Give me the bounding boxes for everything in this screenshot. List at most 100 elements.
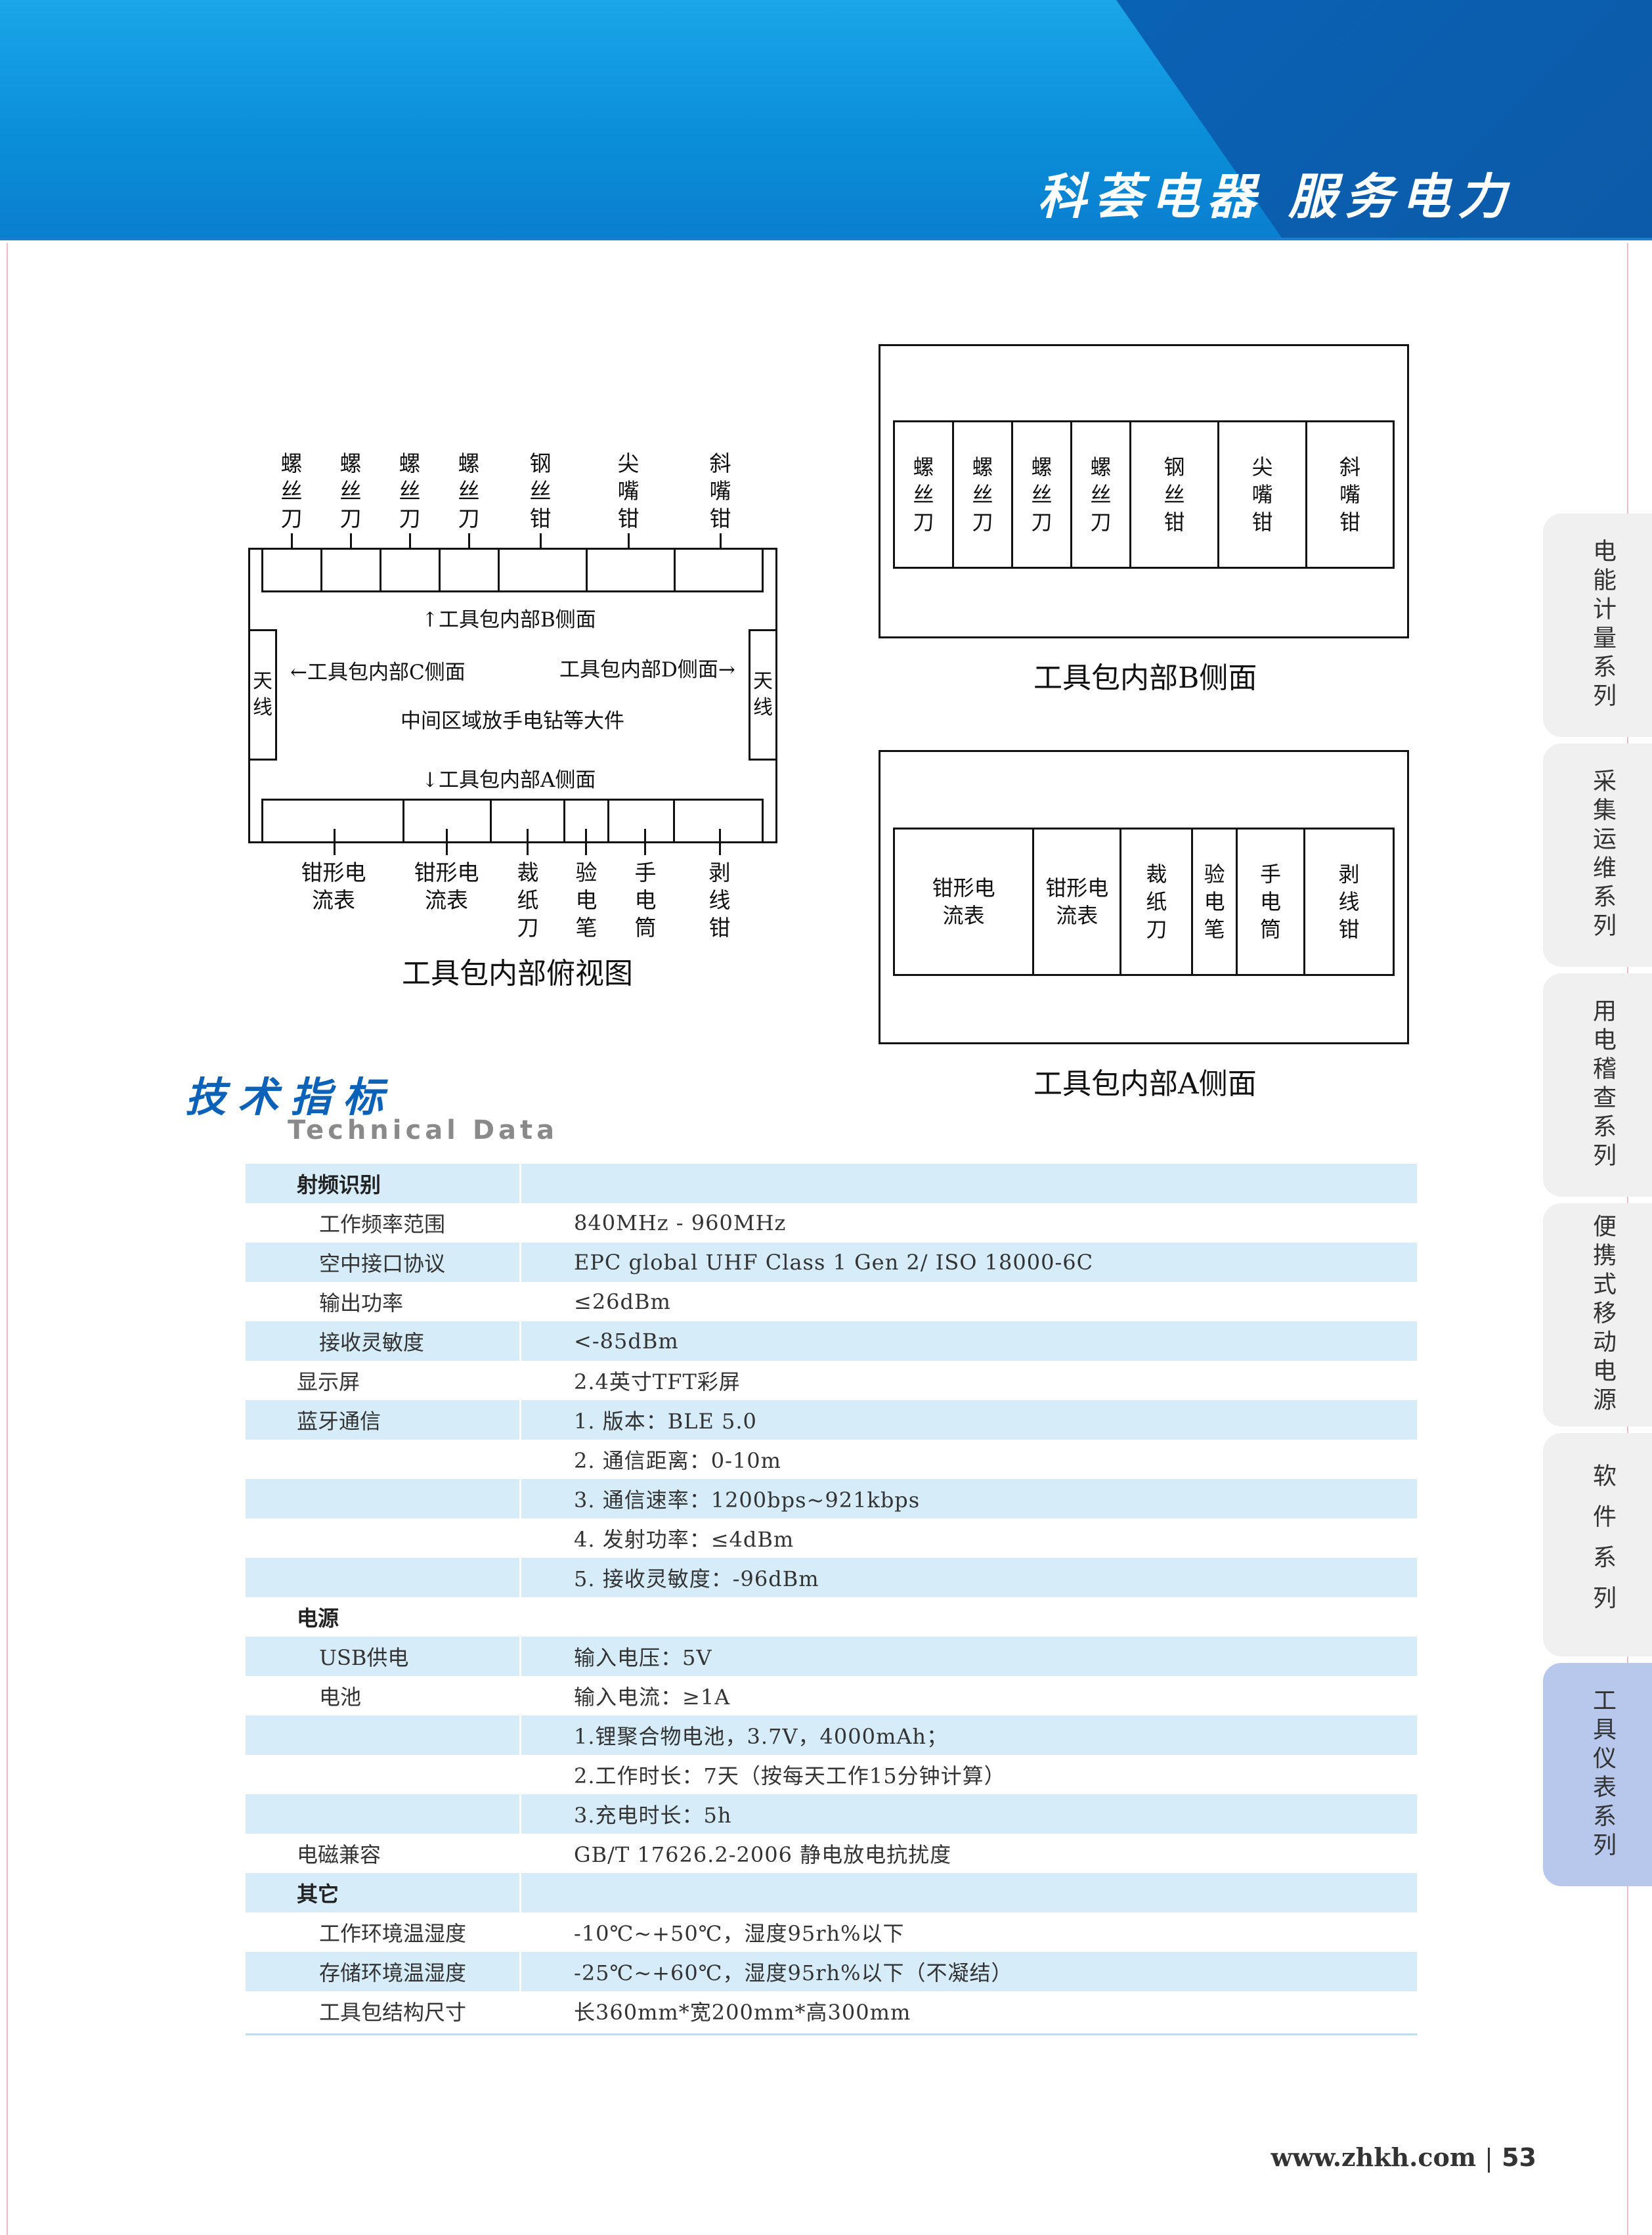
slot: 螺 丝 刀 [954, 422, 1013, 567]
spec-key: 射频识别 [246, 1164, 521, 1203]
spec-row: 其它 [246, 1873, 1417, 1913]
tech-title: 技术指标 [185, 1073, 396, 1121]
spec-key [246, 1794, 521, 1834]
side-tab-label: 软件系列 [1589, 1463, 1616, 1626]
compartment [263, 801, 404, 843]
compartment [500, 548, 588, 590]
spec-value: GB/T 17626.2-2006 静电放电抗扰度 [574, 1842, 952, 1867]
side-a-caption: 工具包内部A侧面 [1033, 1067, 1257, 1101]
header-slogan: 科荟电器 服务电力 [1037, 169, 1514, 225]
side-tab[interactable]: 软件系列 [1543, 1433, 1652, 1656]
slot: 手 电 筒 [1238, 830, 1306, 974]
leader-tick [585, 829, 587, 855]
top-label: 螺 丝 刀 [339, 451, 362, 531]
spec-key: 接收灵敏度 [246, 1321, 521, 1361]
side-tab-label: 便携式移动电源 [1589, 1214, 1616, 1416]
leader-tick [527, 829, 529, 855]
spec-row: 接收灵敏度<-85dBm [246, 1321, 1417, 1361]
bottom-label: 钳形电 流表 [414, 860, 479, 913]
leader-tick [468, 533, 470, 560]
slot: 验 电 笔 [1193, 830, 1238, 974]
side-a-slots: 钳形电 流表 钳形电 流表 裁 纸 刀 验 电 笔 手 电 筒 剥 线 钳 [893, 828, 1395, 976]
side-tab[interactable]: 便携式移动电源 [1543, 1203, 1652, 1427]
slot-label: 螺 丝 刀 [913, 454, 934, 535]
spec-value: 1.锂聚合物电池，3.7V，4000mAh； [574, 1724, 949, 1749]
slot-label: 斜 嘴 钳 [1339, 454, 1360, 535]
compartment [565, 801, 609, 843]
spec-row: 4. 发射功率：≤4dBm [246, 1518, 1417, 1558]
slot-label: 螺 丝 刀 [1090, 454, 1112, 535]
spec-key: 电磁兼容 [246, 1834, 521, 1873]
side-tab[interactable]: 工具仪表系列 [1543, 1663, 1652, 1886]
slot: 剥 线 钳 [1305, 830, 1393, 974]
spec-row: 工具包结构尺寸长360mm*宽200mm*高300mm [246, 1991, 1417, 2031]
header-banner: 科荟电器 服务电力 [0, 0, 1652, 238]
spec-key [246, 1479, 521, 1518]
slot-label: 钳形电 流表 [1045, 875, 1109, 928]
leader-tick [719, 829, 721, 855]
header-divider [0, 238, 1652, 240]
spec-key: 电源 [246, 1597, 521, 1637]
spec-key: 电池 [246, 1676, 521, 1715]
slot-label: 钢 丝 钳 [1163, 454, 1185, 535]
compartment [609, 801, 675, 843]
antenna-right: 天 线 [749, 629, 777, 761]
spec-value: 输入电流：≥1A [574, 1685, 731, 1710]
spec-row: 电源 [246, 1597, 1417, 1637]
label-side-a: ↓工具包内部A侧面 [422, 768, 596, 792]
spec-key: 显示屏 [246, 1361, 521, 1400]
spec-value: 2.4英寸TFT彩屏 [574, 1369, 741, 1394]
leader-tick [644, 829, 646, 855]
spec-row: 输出功率≤26dBm [246, 1282, 1417, 1321]
spec-value: 4. 发射功率：≤4dBm [574, 1527, 794, 1552]
bottom-label: 剥 线 钳 [708, 860, 731, 940]
side-tab-label: 采集运维系列 [1589, 768, 1616, 942]
leader-tick [720, 533, 722, 560]
label-center: 中间区域放手电钻等大件 [401, 709, 624, 733]
compartment [492, 801, 565, 843]
compartment [404, 801, 492, 843]
spec-key [246, 1715, 521, 1755]
compartment [263, 548, 322, 590]
spec-value: 长360mm*宽200mm*高300mm [574, 2000, 911, 2025]
bottom-label: 裁 纸 刀 [517, 860, 539, 940]
slot-label: 钳形电 流表 [932, 875, 995, 928]
leader-tick [409, 533, 411, 560]
label-side-b: ↑工具包内部B侧面 [422, 608, 596, 632]
spec-row: 2.工作时长：7天（按每天工作15分钟计算） [246, 1755, 1417, 1794]
side-tab[interactable]: 采集运维系列 [1543, 743, 1652, 967]
spec-key [246, 1518, 521, 1558]
slot-label: 尖 嘴 钳 [1251, 454, 1273, 535]
slot-label: 验 电 笔 [1204, 862, 1225, 942]
label-side-d: 工具包内部D侧面→ [559, 658, 735, 682]
leader-tick [540, 533, 542, 560]
compartment [675, 801, 762, 843]
spec-value: EPC global UHF Class 1 Gen 2/ ISO 18000-… [574, 1250, 1094, 1275]
spec-row: 显示屏 2.4英寸TFT彩屏 [246, 1361, 1417, 1400]
side-tab[interactable]: 用电稽查系列 [1543, 973, 1652, 1197]
leader-tick [334, 829, 336, 855]
top-label: 螺 丝 刀 [280, 451, 303, 531]
spec-key: 空中接口协议 [246, 1243, 521, 1282]
top-label: 螺 丝 刀 [458, 451, 480, 531]
table-bottom-line [246, 2033, 1417, 2035]
bag-outline [248, 548, 777, 843]
spec-key: 其它 [246, 1873, 521, 1913]
top-view-caption: 工具包内部俯视图 [402, 957, 633, 990]
spec-row: 2. 通信距离：0-10m [246, 1440, 1417, 1479]
spec-row: 3.充电时长：5h [246, 1794, 1417, 1834]
side-tab[interactable]: 电能计量系列 [1543, 514, 1652, 737]
top-label: 螺 丝 刀 [399, 451, 421, 531]
top-label: 尖 嘴 钳 [617, 451, 640, 531]
slot: 钳形电 流表 [1034, 830, 1122, 974]
side-b-slots: 螺 丝 刀 螺 丝 刀 螺 丝 刀 螺 丝 刀 钢 丝 钳 尖 嘴 钳 斜 嘴 … [893, 420, 1395, 569]
slot-label: 螺 丝 刀 [972, 454, 993, 535]
spec-row: 射频识别 [246, 1164, 1417, 1203]
footer-url[interactable]: www.zhkh.com [1271, 2142, 1477, 2172]
spec-row: 3. 通信速率：1200bps~921kbps [246, 1479, 1417, 1518]
slot: 钢 丝 钳 [1131, 422, 1219, 567]
page-number: 53 [1502, 2143, 1536, 2172]
bottom-label: 钳形电 流表 [301, 860, 366, 913]
slot-label: 裁 纸 刀 [1146, 862, 1167, 942]
